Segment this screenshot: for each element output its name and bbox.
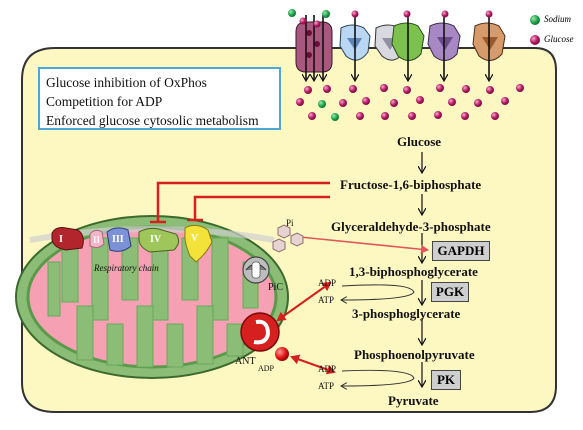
legend-glucose-label: Glucose (544, 34, 574, 44)
enzyme-gapdh: GAPDH (432, 241, 490, 261)
pi-to-gapdh-arrow (299, 236, 429, 254)
complex-II-label: II (93, 235, 101, 245)
complex-II (89, 229, 105, 249)
complex-IV (138, 227, 180, 253)
ant-transporter (240, 312, 280, 352)
label-phosphoenolpyruvate: Phosphoenolpyruvate (354, 347, 475, 362)
complex-V-label: V (191, 233, 199, 244)
pgk-atp-label: ATP (318, 295, 335, 305)
info-line-3: Enforced glucose cytosolic metabolism (46, 113, 259, 128)
pi-label: Pi (286, 218, 294, 228)
legend-sodium-label: Sodium (544, 14, 571, 24)
inhibition-lines (150, 181, 330, 224)
complex-I-label: I (59, 234, 63, 245)
complex-V (184, 224, 213, 263)
intracellular-molecules (296, 84, 524, 121)
info-box: Glucose inhibition of OxPhos Competition… (38, 67, 281, 130)
label-glucose: Glucose (397, 134, 442, 149)
enzyme-pgk: PGK (431, 282, 469, 302)
complex-III-label: III (112, 234, 124, 245)
respiratory-chain-label: Respiratory chain (94, 263, 159, 273)
info-line-2: Competition for ADP (46, 94, 163, 109)
ant-to-pgk-arrow (276, 281, 332, 322)
complex-IV-label: IV (150, 234, 162, 245)
complex-III (106, 227, 132, 252)
enzyme-pk: PK (431, 370, 461, 390)
label-glyceraldehyde-3-phosphate: Glyceraldehyde-3-phosphate (331, 219, 491, 234)
info-line-1: Glucose inhibition of OxPhos (46, 75, 207, 90)
label-pyruvate: Pyruvate (388, 393, 439, 408)
adp-ball (275, 347, 289, 361)
pk-atp-label: ATP (318, 381, 335, 391)
extracellular-molecules (288, 9, 493, 28)
pic-transporter (242, 256, 270, 284)
ant-label: ANT (235, 356, 256, 367)
pk-adp-label: ADP (318, 364, 337, 374)
label-fructose-16-biphosphate: Fructose-1,6-biphosphate (340, 177, 482, 192)
label-13-biphosphoglycerate: 1,3-biphosphoglycerate (349, 264, 478, 279)
pgk-adp-label: ADP (318, 278, 337, 288)
ant-adp-label: ADP (258, 364, 275, 373)
complex-I (51, 227, 84, 251)
pi-molecules (272, 224, 304, 253)
legend-sodium-dot (530, 15, 540, 25)
legend-glucose-dot (530, 35, 540, 45)
label-3-phosphoglycerate: 3-phosphoglycerate (352, 306, 461, 321)
ant-to-pk-arrow (290, 354, 336, 375)
pic-label: PiC (268, 282, 284, 293)
